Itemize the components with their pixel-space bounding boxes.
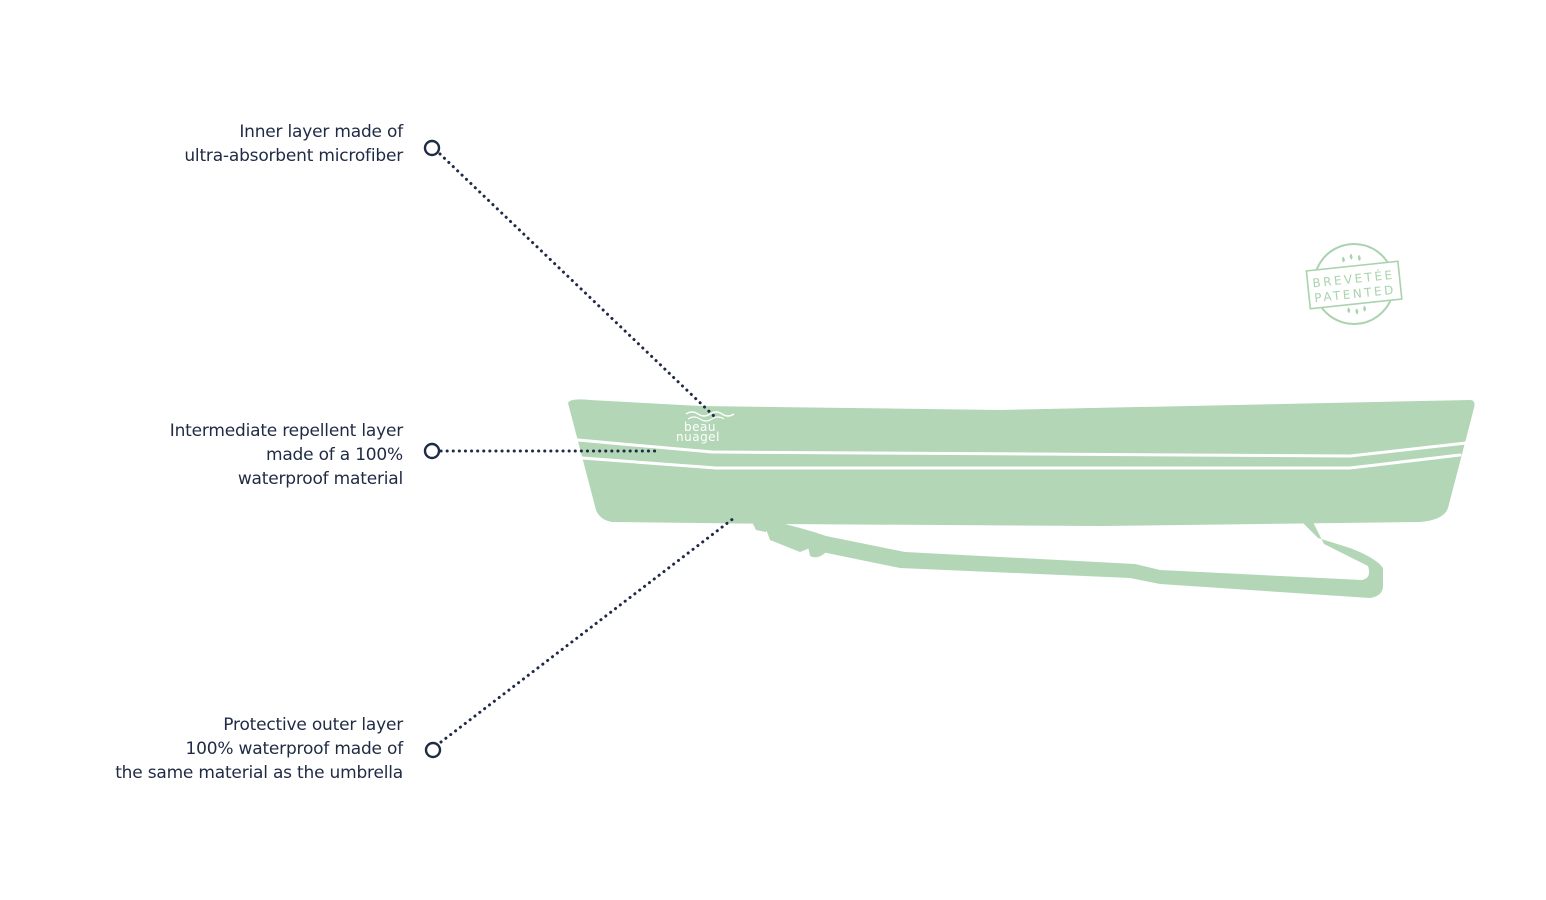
bag-stripe-bottom [580,453,1462,470]
bag-stripe-top [576,438,1468,458]
logo-wave-icon [685,411,735,417]
patented-stamp: BREVETÉE PATENTED [1305,243,1403,325]
bag-strap [750,518,1384,598]
callout-inner-layer: Inner layer made of ultra-absorbent micr… [184,120,403,168]
logo-text-line2: nuagel [676,430,720,444]
bag-body [568,399,1475,526]
callout-outer-line-2: 100% waterproof made of [185,739,404,759]
stamp-drop-icon-bottom [1347,305,1367,315]
leader-line-inner [438,152,718,420]
logo-text-line1: beau [684,420,716,434]
callout-marker-outer [424,741,442,759]
stamp-drop-icon [1342,253,1361,263]
callout-intermediate-layer: Intermediate repellent layer made of a 1… [170,419,403,491]
callout-intermediate-line-2: made of a 100% [265,445,403,465]
logo-wave-icon-2 [687,416,725,422]
callout-intermediate-line-3: waterproof material [237,469,403,489]
callout-outer-line-1: Protective outer layer [223,715,403,735]
callout-marker-intermediate [423,442,441,460]
callout-outer-line-3: the same material as the umbrella [115,763,403,783]
brand-logo: beau nuagel [676,411,735,444]
callout-marker-inner [423,139,441,157]
leader-line-outer [439,516,736,744]
callout-inner-line-2: ultra-absorbent microfiber [184,146,403,166]
callout-outer-layer: Protective outer layer 100% waterproof m… [115,713,403,785]
callout-inner-line-1: Inner layer made of [239,122,403,142]
callout-intermediate-line-1: Intermediate repellent layer [169,421,403,441]
